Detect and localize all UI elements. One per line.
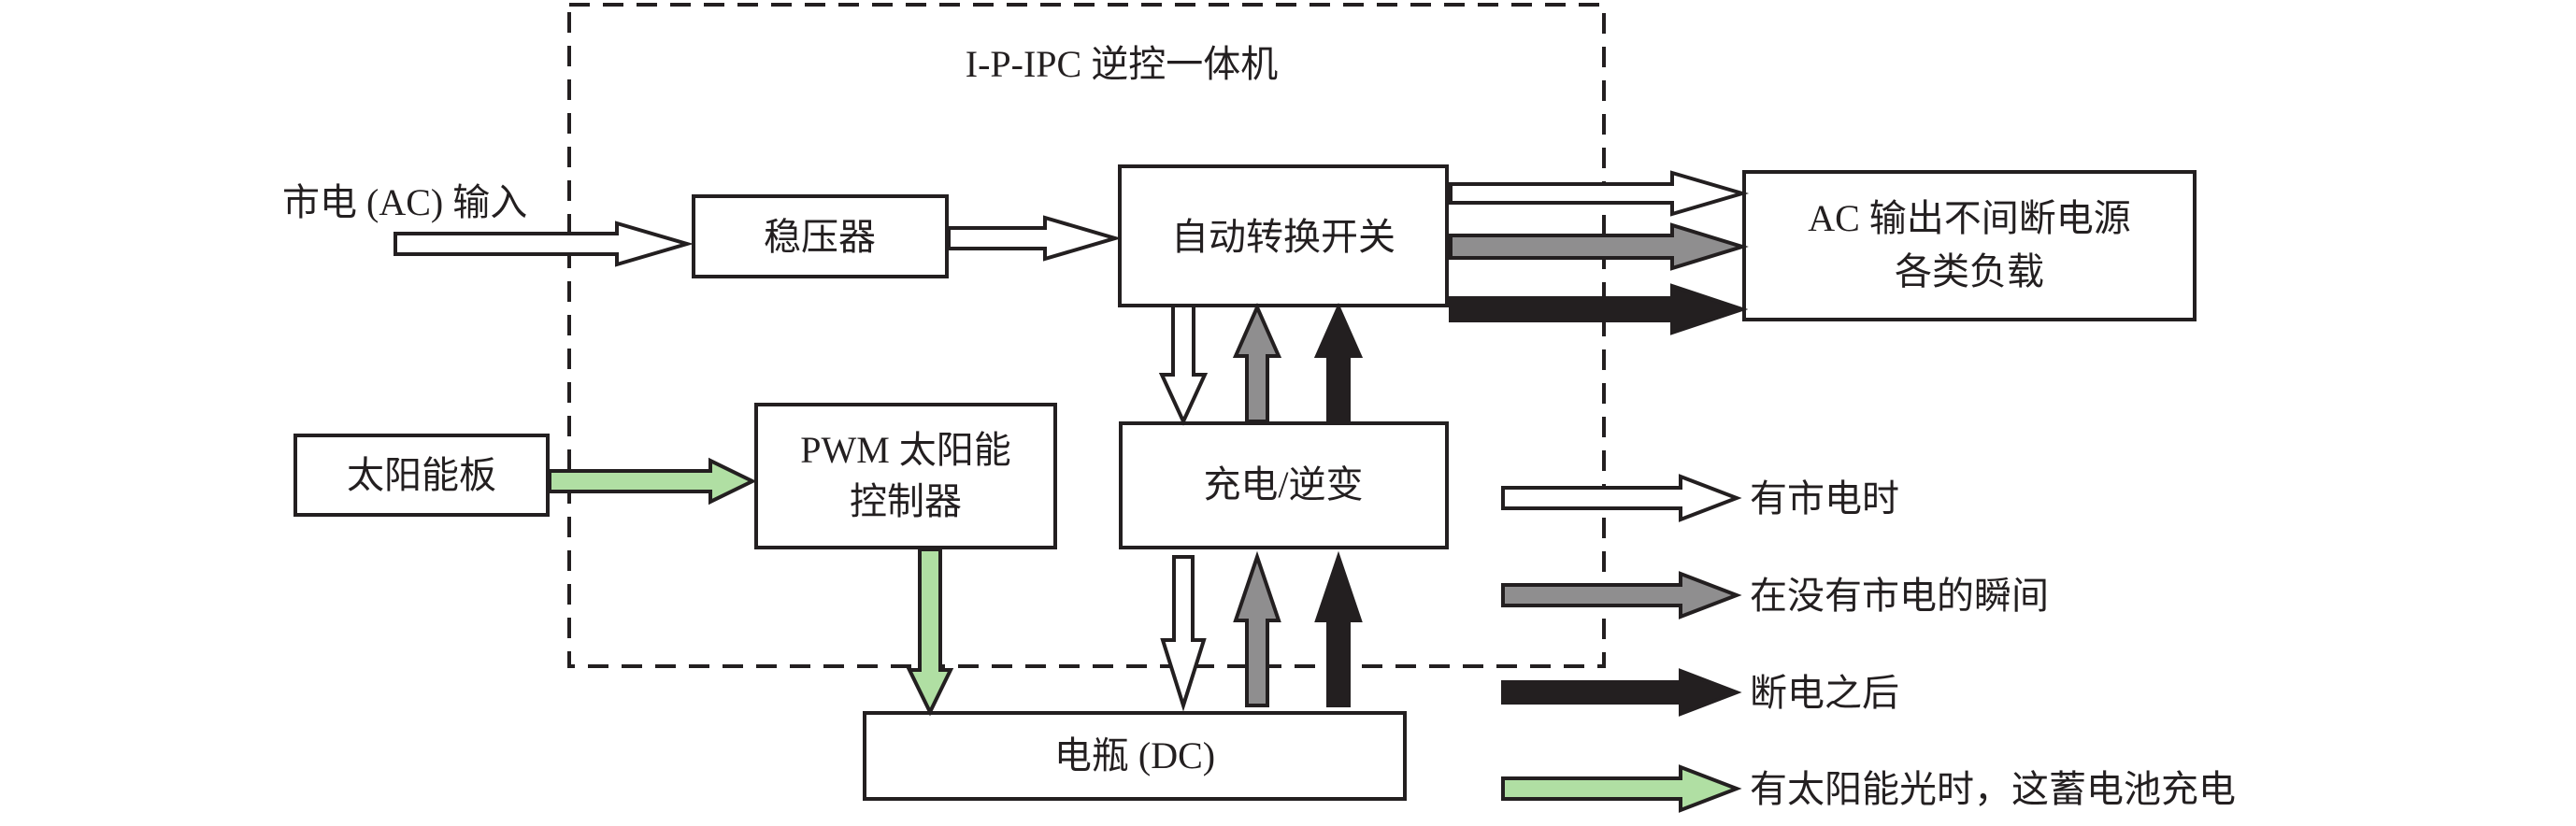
legend-arrow-green xyxy=(1501,764,1742,813)
integrated-unit-boundary xyxy=(567,3,1606,668)
ac-input-arrow xyxy=(394,221,694,267)
regulator-to-switch-arrow xyxy=(947,215,1123,262)
ac-output-label-line1: AC 输出不间断电源 xyxy=(1808,197,2131,239)
legend-label-green: 有太阳能光时，这蓄电池充电 xyxy=(1750,768,2236,810)
pwm-controller-block: PWM 太阳能 控制器 xyxy=(754,403,1057,549)
battery-label: 电瓶 (DC) xyxy=(1054,734,1215,776)
battery-to-charger-arrow-black xyxy=(1314,550,1363,707)
regulator-block: 稳压器 xyxy=(692,194,949,278)
pwm-controller-label-line1: PWM 太阳能 xyxy=(800,429,1011,471)
legend-label-white: 有市电时 xyxy=(1750,477,1899,520)
solar-to-pwm-arrow xyxy=(548,457,757,506)
pwm-controller-label-line2: 控制器 xyxy=(850,480,962,522)
regulator-label: 稳压器 xyxy=(764,216,876,258)
pwm-to-battery-arrow xyxy=(906,548,954,717)
ac-output-label-line2: 各类负载 xyxy=(1895,250,2044,292)
switch-to-output-arrow-black xyxy=(1449,283,1749,335)
legend-arrow-gray xyxy=(1501,571,1742,620)
battery-block: 电瓶 (DC) xyxy=(863,711,1407,801)
auto-switch-block: 自动转换开关 xyxy=(1118,164,1449,307)
switch-to-charger-arrow-white xyxy=(1158,304,1209,426)
charger-to-switch-arrow-gray xyxy=(1232,303,1282,423)
ac-input-label: 市电 (AC) 输入 xyxy=(282,181,527,223)
charge-inverter-block: 充电/逆变 xyxy=(1119,421,1449,549)
integrated-unit-title: I-P-IPC 逆控一体机 xyxy=(966,43,1278,85)
switch-to-output-arrow-gray xyxy=(1449,222,1749,271)
battery-to-charger-arrow-gray xyxy=(1233,550,1281,707)
legend-arrow-black xyxy=(1501,668,1742,717)
flow-arrows xyxy=(394,170,1750,717)
charger-to-switch-arrow-black xyxy=(1313,303,1364,423)
solar-panel-label: 太阳能板 xyxy=(347,454,496,496)
ac-output-block: AC 输出不间断电源 各类负载 xyxy=(1742,170,2197,321)
charger-to-battery-arrow-white xyxy=(1160,555,1207,712)
charge-inverter-label: 充电/逆变 xyxy=(1203,463,1363,506)
legend: 有市电时 在没有市电的瞬间 断电之后 有太阳能光时，这蓄电池充电 xyxy=(1501,474,2236,813)
solar-panel-block: 太阳能板 xyxy=(293,434,550,517)
legend-label-gray: 在没有市电的瞬间 xyxy=(1750,575,2049,617)
auto-switch-label: 自动转换开关 xyxy=(1171,216,1395,258)
legend-arrow-white xyxy=(1501,474,1742,522)
switch-to-output-arrow-white xyxy=(1449,170,1750,217)
legend-label-black: 断电之后 xyxy=(1750,672,1899,714)
